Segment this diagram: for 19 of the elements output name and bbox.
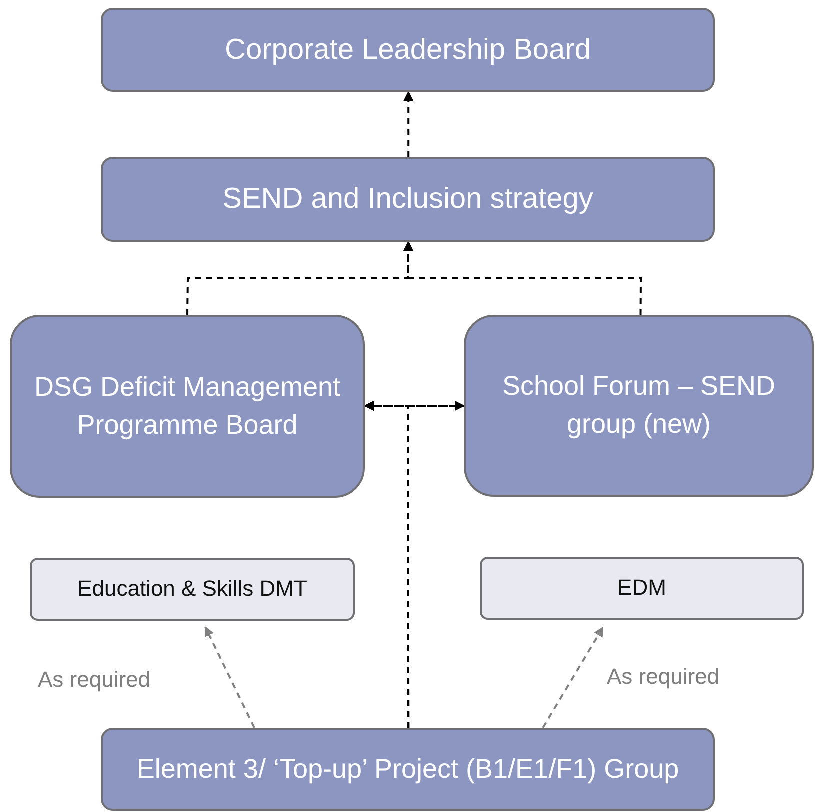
process-box xyxy=(30,558,355,621)
box-label: SEND and Inclusion strategy xyxy=(222,182,594,218)
process-box xyxy=(101,157,715,242)
arrow xyxy=(542,626,604,729)
box-label: EDM xyxy=(618,574,666,602)
process-box xyxy=(10,315,365,498)
arrow xyxy=(403,241,642,315)
box-label: Education & Skills DMT xyxy=(78,575,308,604)
process-box xyxy=(464,315,814,497)
process-box xyxy=(101,8,715,92)
box-label: School Forum – SEND group (new) xyxy=(501,370,777,441)
box-label: DSG Deficit Management Programme Board xyxy=(33,370,342,442)
box-label: Element 3/ ‘Top-up’ Project (B1/E1/F1) Group xyxy=(136,752,680,786)
process-box xyxy=(480,557,804,620)
box-label: Corporate Leadership Board xyxy=(225,32,591,68)
arrow xyxy=(404,91,414,157)
arrow xyxy=(204,626,256,728)
process-box xyxy=(101,728,715,811)
arrow xyxy=(407,401,465,728)
